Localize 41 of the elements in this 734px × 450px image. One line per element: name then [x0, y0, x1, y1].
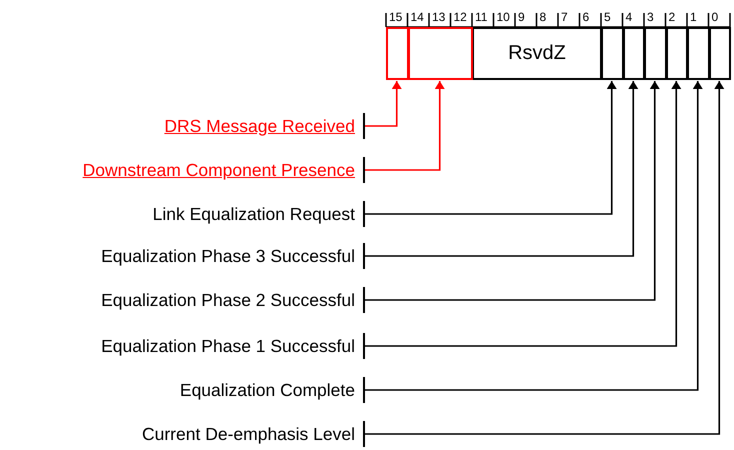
leader-arrow	[365, 81, 638, 257]
bit-number: 1	[690, 10, 697, 24]
field-label: DRS Message Received	[164, 113, 365, 139]
reserved-field: RsvdZ	[472, 27, 602, 80]
field-label: Equalization Complete	[180, 377, 365, 403]
field-label: Current De-emphasis Level	[142, 421, 365, 447]
field-label: Downstream Component Presence	[82, 157, 365, 183]
bit-number: 2	[668, 10, 676, 24]
bit-number: 5	[604, 10, 611, 24]
bit-field	[666, 27, 688, 80]
bit-field	[386, 27, 408, 80]
bit-number: 8	[540, 10, 546, 24]
leader-arrow	[365, 81, 402, 127]
bit-field	[601, 27, 624, 80]
bit-number: 13	[432, 10, 446, 24]
bit-number: 9	[518, 10, 525, 24]
leader-arrow	[365, 81, 703, 391]
bit-number: 14	[410, 10, 424, 24]
bit-number: 4	[626, 10, 632, 24]
bit-number: 12	[454, 10, 467, 24]
leader-arrow	[365, 81, 445, 171]
leader-arrow	[365, 81, 682, 347]
bit-field	[622, 27, 645, 80]
field-label: Equalization Phase 2 Successful	[101, 287, 365, 313]
field-label: Link Equalization Request	[152, 201, 365, 227]
field-label: Equalization Phase 1 Successful	[101, 333, 365, 359]
leader-arrow	[365, 81, 617, 215]
bit-number: 15	[389, 10, 402, 24]
bit-number: 3	[647, 10, 654, 24]
field-label: Equalization Phase 3 Successful	[101, 243, 365, 269]
bit-number: 11	[475, 10, 488, 24]
bit-number: 10	[496, 10, 510, 24]
bit-field	[408, 27, 473, 80]
bit-number: 0	[712, 10, 718, 24]
bit-field	[687, 27, 710, 80]
bit-field	[644, 27, 666, 80]
bit-number: 6	[582, 10, 590, 24]
bit-field	[708, 27, 731, 80]
leader-arrow	[365, 81, 724, 435]
leader-arrow	[365, 81, 660, 301]
bit-number: 7	[561, 10, 568, 24]
